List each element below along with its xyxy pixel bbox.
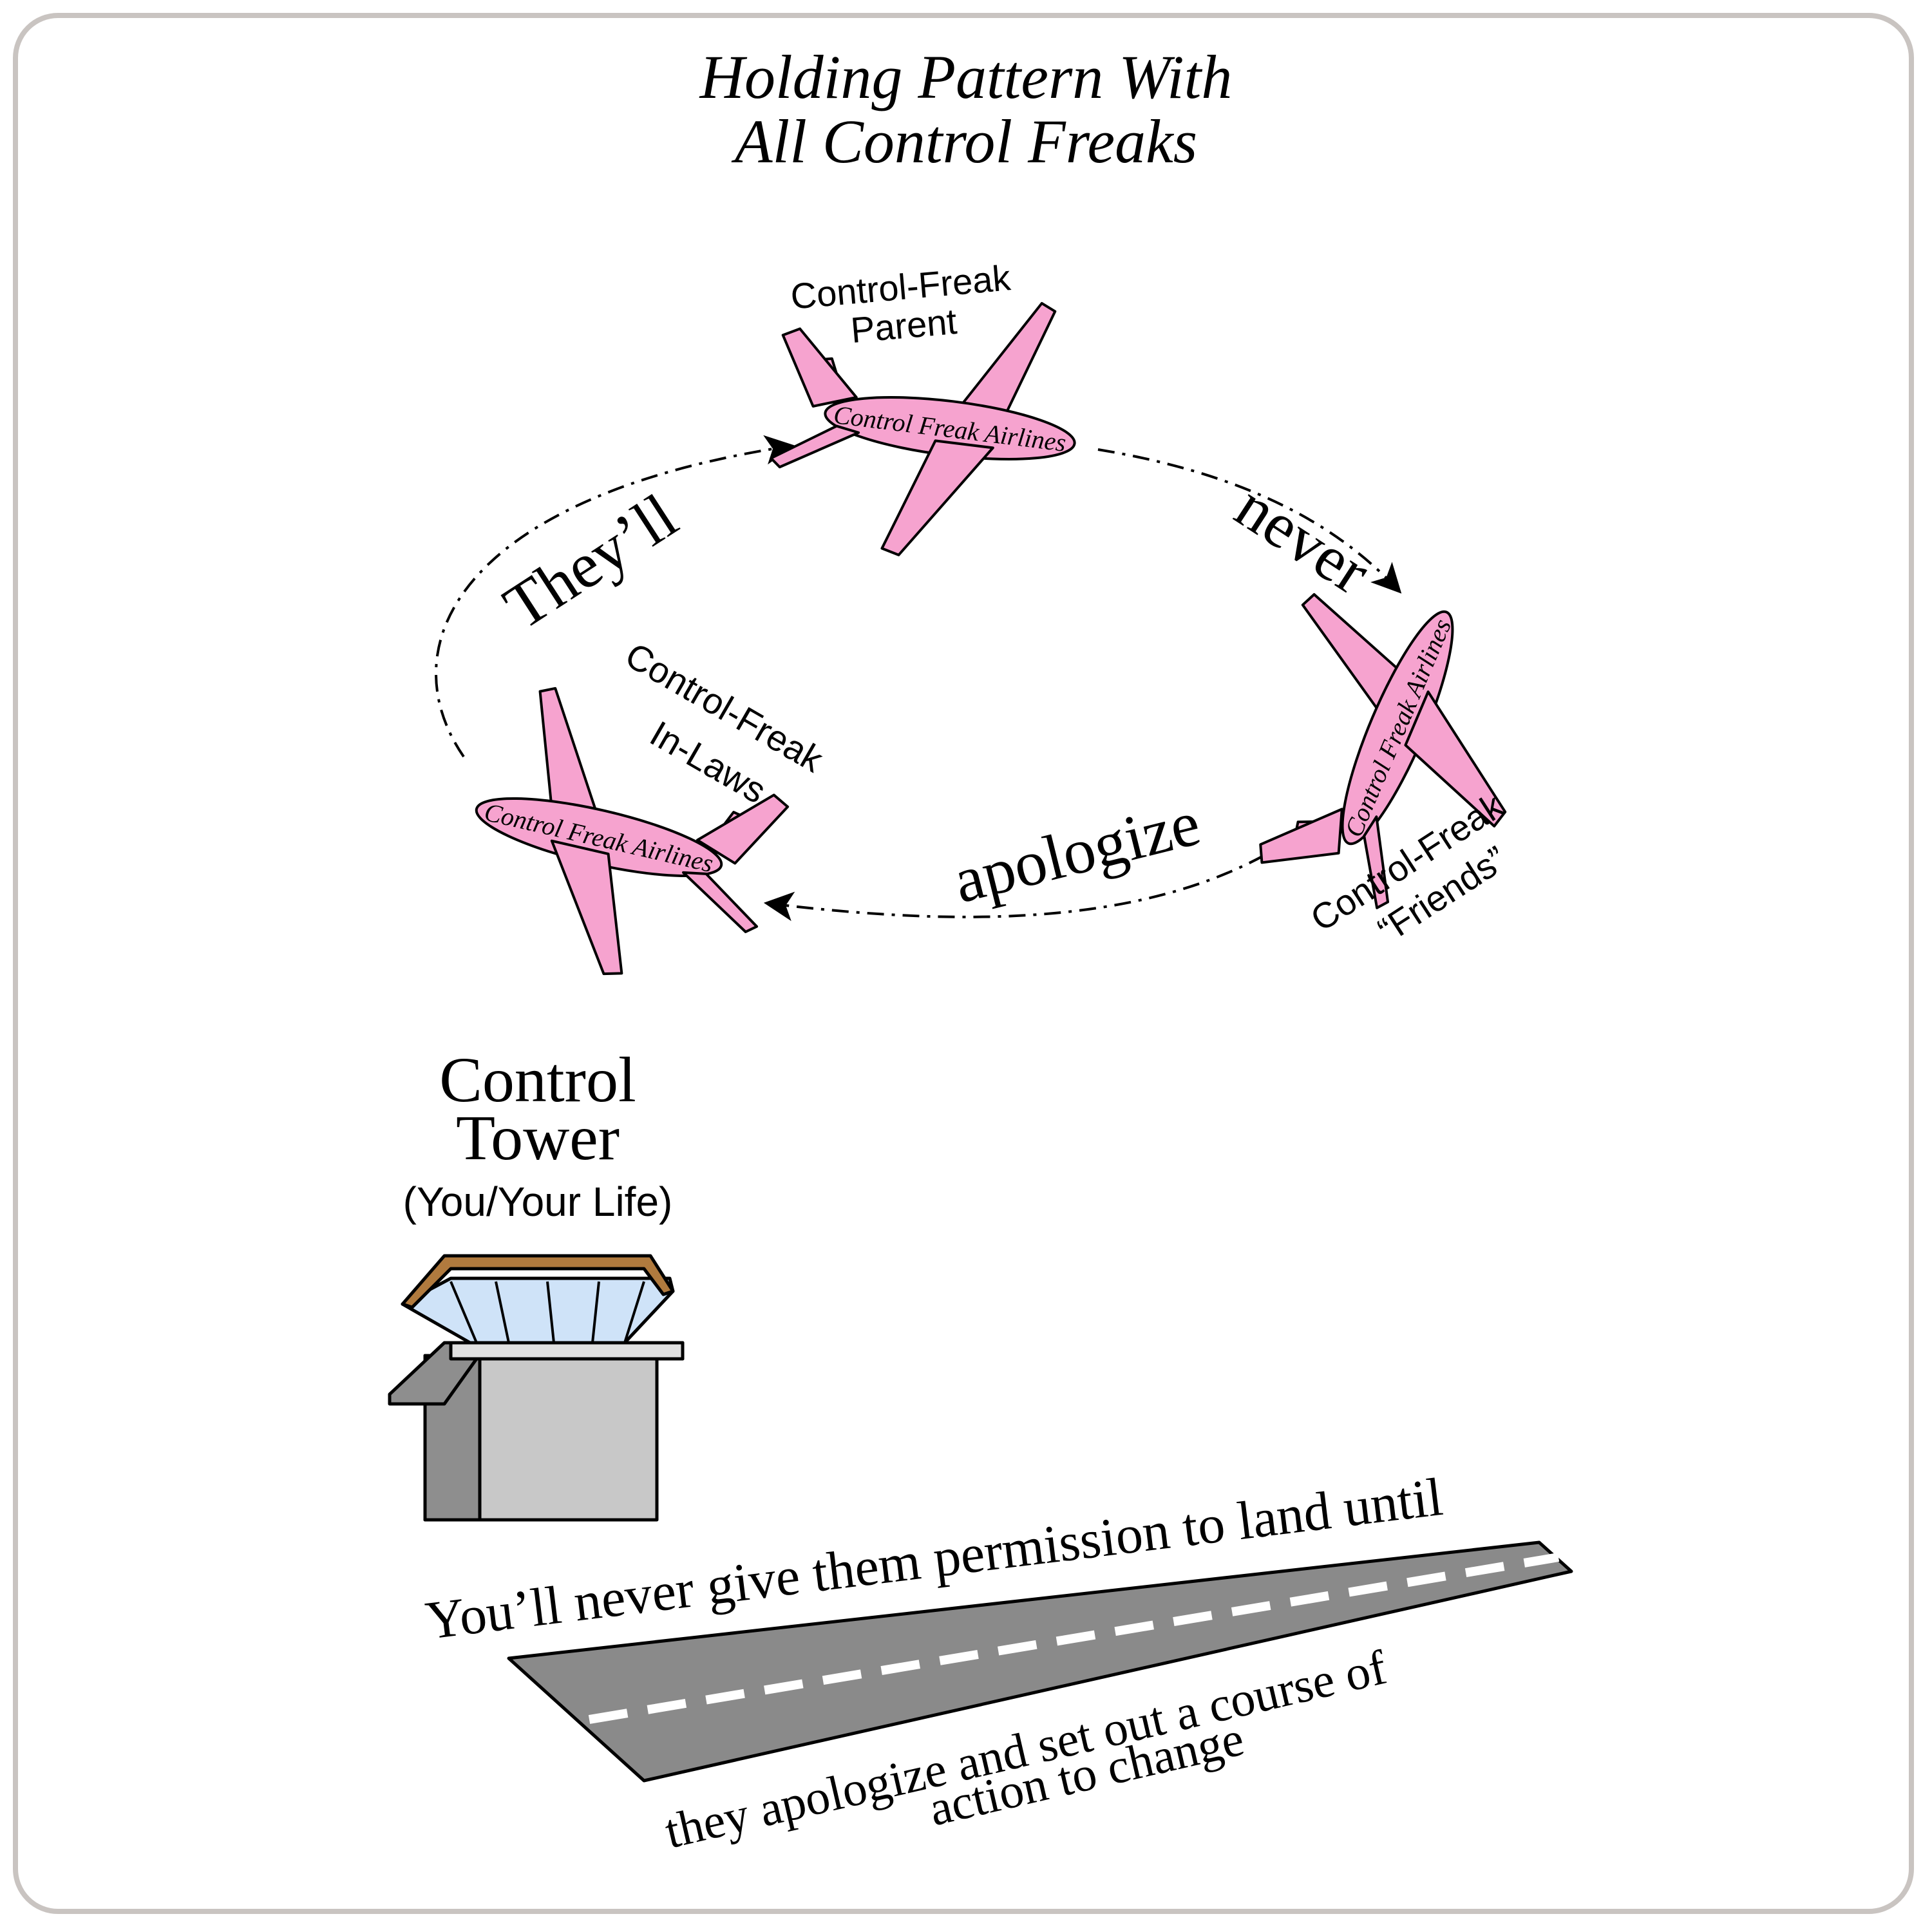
tower-label-2: Tower [456,1102,620,1173]
holding-pattern-path [435,435,1402,922]
runway-icon [507,1540,1573,1783]
plane-parent-label-2: Parent [849,301,958,350]
pattern-word-theyll: They’ll [491,480,689,643]
arc-friends-to-inlaws [763,836,1296,922]
title-line-2: All Control Freaks [731,107,1197,176]
tower-label-1: Control [439,1044,636,1115]
pattern-word-apologize: apologize [947,787,1207,917]
control-tower-icon [388,1254,685,1522]
arc-parent-to-friends [1097,448,1402,594]
tower-label-3: (You/Your Life) [403,1179,673,1225]
diagram-frame [13,13,1914,1914]
title-line-1: Holding Pattern With [699,43,1233,111]
